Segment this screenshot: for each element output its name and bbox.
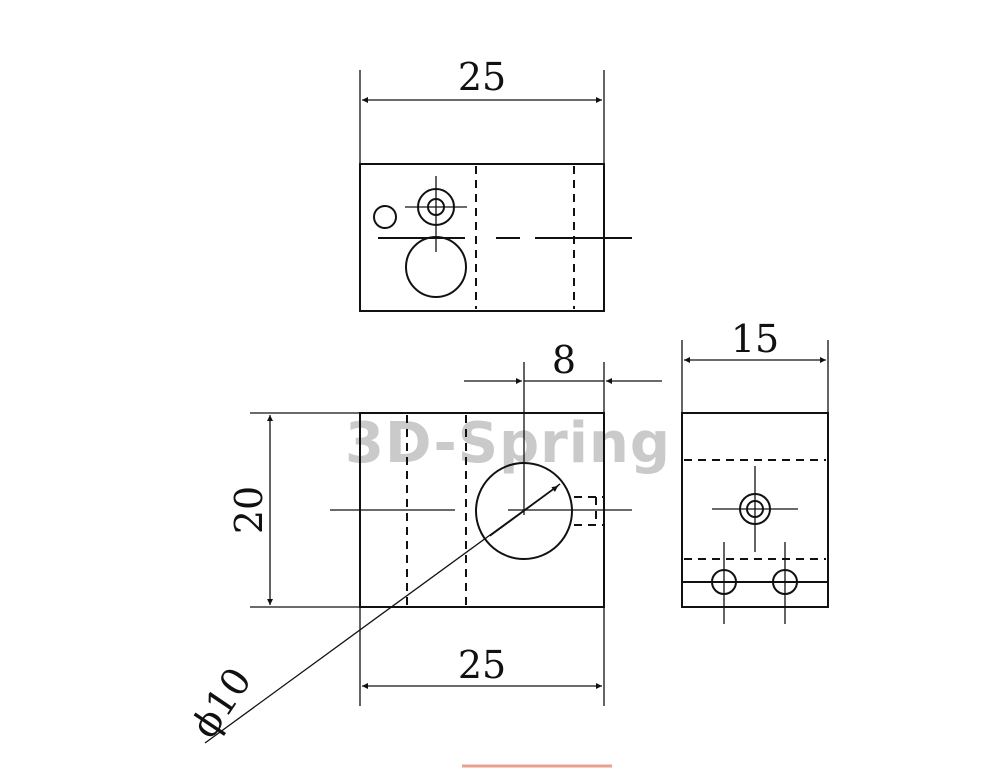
top-small-hole [373, 205, 397, 229]
side-view-outline [681, 412, 829, 608]
side-width-label: 15 [731, 317, 779, 361]
front-view: 20 25 8 ϕ10 [182, 338, 662, 746]
diameter-inner-segment [509, 483, 561, 522]
top-width-label: 25 [458, 55, 506, 99]
diameter-leader-line [204, 483, 561, 744]
front-width-label: 25 [458, 643, 506, 687]
top-view: 25 [359, 55, 632, 312]
side-view: 15 [681, 317, 829, 624]
front-height-label: 20 [227, 486, 271, 534]
front-main-bore [475, 462, 573, 560]
diameter-label: ϕ10 [182, 660, 260, 746]
offset-label: 8 [552, 338, 576, 382]
